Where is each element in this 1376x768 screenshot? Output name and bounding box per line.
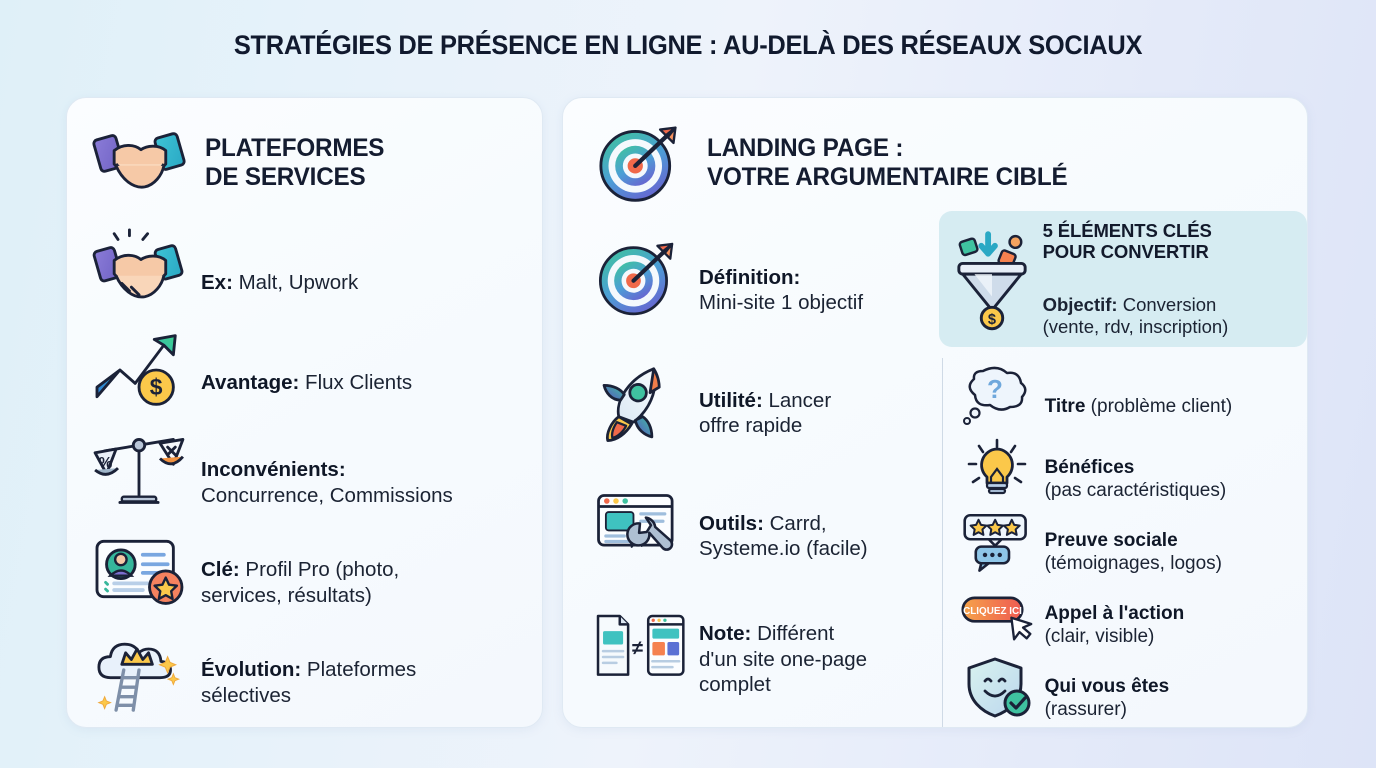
key-elements-column: $ 5 ÉLÉMENTS CLÉS POUR CONVERTIR Objecti… bbox=[937, 206, 1307, 727]
list-item-label: Ex: bbox=[201, 271, 233, 294]
list-item-text: Définition: Mini-site 1 objectif bbox=[699, 239, 863, 316]
landing-page-detail-list: Définition: Mini-site 1 objectif bbox=[593, 206, 937, 724]
list-item: $ Avantage: Flux Clients bbox=[91, 320, 542, 420]
list-item-value: Lancer offre rapide bbox=[699, 388, 832, 438]
list-item-label: Titre bbox=[1044, 395, 1086, 417]
list-item-label: Preuve sociale bbox=[1044, 530, 1178, 551]
list-item-value: Profil Pro (photo, services, résultats) bbox=[201, 558, 400, 607]
stars-review-icon bbox=[961, 511, 1033, 573]
list-item-label: Définition: bbox=[699, 265, 801, 289]
list-item-value: Flux Clients bbox=[299, 371, 413, 394]
target-arrow-icon bbox=[593, 234, 685, 322]
list-item-text: Titre (problème client) bbox=[1045, 373, 1233, 419]
svg-text:$: $ bbox=[150, 374, 163, 400]
handshake-icon bbox=[91, 120, 187, 206]
list-item-text: Appel à l'action (clair, visible) bbox=[1045, 580, 1185, 649]
funnel-coin-icon: $ bbox=[953, 229, 1031, 331]
lightbulb-icon bbox=[961, 438, 1033, 500]
list-item-label: Utilité: bbox=[699, 388, 763, 412]
browser-wrench-icon bbox=[593, 480, 685, 568]
list-item-value: Plateformes sélectives bbox=[201, 658, 417, 707]
list-item: CLIQUEZ ICI Appel à l'action (clair, vis… bbox=[961, 578, 1307, 651]
list-item-value: Concurrence, Commissions bbox=[201, 483, 453, 507]
list-item: ? Titre (problème client) bbox=[961, 359, 1307, 432]
list-item: % Inconvénients: Concurrence, Commission… bbox=[91, 420, 542, 520]
highlight-title: 5 ÉLÉMENTS CLÉS POUR CONVERTIR bbox=[1042, 219, 1212, 263]
list-item-text: Avantage: Flux Clients bbox=[201, 344, 412, 396]
list-item-value: Malt, Upwork bbox=[232, 271, 359, 294]
list-item-text: Clé: Profil Pro (photo, services, résult… bbox=[201, 531, 399, 608]
balance-scale-icon: % bbox=[91, 428, 187, 512]
cta-button-label: CLIQUEZ ICI bbox=[963, 606, 1022, 617]
list-item-value: Carrd, Systeme.io (facile) bbox=[699, 511, 868, 561]
list-item-value: (témoignages, logos) bbox=[1044, 552, 1222, 574]
highlight-sub-label: Objectif: bbox=[1042, 293, 1118, 315]
list-item-text: Utilité: Lancer offre rapide bbox=[699, 362, 831, 439]
panel-right-heading: LANDING PAGE : VOTRE ARGUMENTAIRE CIBLÉ bbox=[707, 133, 1068, 191]
panel-right-body: Définition: Mini-site 1 objectif bbox=[563, 206, 1307, 727]
list-item-value: (pas caractéristiques) bbox=[1044, 479, 1227, 501]
thought-question-icon: ? bbox=[961, 365, 1033, 427]
svg-text:%: % bbox=[99, 455, 113, 472]
shield-smile-check-icon bbox=[961, 657, 1033, 719]
list-item: Preuve sociale (témoignages, logos) bbox=[961, 505, 1307, 578]
panel-landing-page: LANDING PAGE : VOTRE ARGUMENTAIRE CIBLÉ bbox=[562, 97, 1308, 728]
svg-text:?: ? bbox=[987, 374, 1003, 404]
list-item-label: Clé: bbox=[201, 558, 240, 582]
panel-left-heading: PLATEFORMES DE SERVICES bbox=[205, 133, 385, 191]
list-item-value: (problème client) bbox=[1085, 395, 1233, 417]
list-item-value: Mini-site 1 objectif bbox=[699, 291, 864, 315]
list-item: Outils: Carrd, Systeme.io (facile) bbox=[593, 462, 937, 585]
list-item-label: Note: bbox=[699, 621, 752, 645]
list-item: Bénéfices (pas caractéristiques) bbox=[961, 432, 1307, 505]
list-item: Utilité: Lancer offre rapide bbox=[593, 339, 937, 462]
list-item-value: (clair, visible) bbox=[1044, 625, 1155, 647]
list-item-label: Outils: bbox=[699, 511, 764, 535]
rocket-icon bbox=[593, 357, 685, 445]
list-item-text: Preuve sociale (témoignages, logos) bbox=[1045, 507, 1222, 576]
list-item: Qui vous êtes (rassurer) bbox=[961, 651, 1307, 724]
list-item-label: Bénéfices bbox=[1044, 457, 1135, 478]
target-arrow-icon bbox=[593, 120, 689, 206]
list-item-label: Évolution: bbox=[201, 658, 302, 682]
key-elements-list: ? Titre (problème client) bbox=[937, 347, 1307, 724]
panel-plateformes-de-services: PLATEFORMES DE SERVICES Ex: Malt, Upwork bbox=[66, 97, 543, 728]
growth-chart-coin-icon: $ bbox=[91, 328, 187, 412]
highlight-sub-value: Conversion (vente, rdv, inscription) bbox=[1042, 293, 1229, 338]
list-item-text: Outils: Carrd, Systeme.io (facile) bbox=[699, 485, 868, 562]
list-item-value: Différent d'un site one-page complet bbox=[699, 621, 868, 697]
page-title: STRATÉGIES DE PRÉSENCE EN LIGNE : AU-DEL… bbox=[233, 30, 1143, 60]
list-item: Clé: Profil Pro (photo, services, résult… bbox=[91, 520, 542, 620]
list-item-text: Bénéfices (pas caractéristiques) bbox=[1045, 434, 1227, 503]
svg-text:$: $ bbox=[987, 312, 995, 328]
list-item-label: Qui vous êtes bbox=[1044, 676, 1170, 697]
list-item-value: (rassurer) bbox=[1044, 698, 1127, 720]
list-item: Définition: Mini-site 1 objectif bbox=[593, 216, 937, 339]
panel-right-header: LANDING PAGE : VOTRE ARGUMENTAIRE CIBLÉ bbox=[563, 98, 1307, 206]
list-item-label: Avantage: bbox=[201, 371, 300, 394]
cloud-crown-ladder-icon bbox=[91, 628, 187, 712]
handshake-sparkle-icon bbox=[91, 228, 187, 312]
list-item-text: Qui vous êtes (rassurer) bbox=[1045, 653, 1170, 722]
list-item: ≠ Note: Différent d'un site one-page com… bbox=[593, 585, 937, 708]
list-item: Ex: Malt, Upwork bbox=[91, 220, 542, 320]
svg-text:≠: ≠ bbox=[632, 637, 643, 659]
document-vs-page-icon: ≠ bbox=[593, 603, 685, 691]
list-item-label: Appel à l'action bbox=[1044, 603, 1185, 624]
profile-card-star-icon bbox=[91, 528, 187, 612]
list-item-text: Ex: Malt, Upwork bbox=[201, 244, 358, 296]
list-item-text: Évolution: Plateformes sélectives bbox=[201, 631, 416, 708]
list-item: Évolution: Plateformes sélectives bbox=[91, 620, 542, 720]
key-elements-highlight-box: $ 5 ÉLÉMENTS CLÉS POUR CONVERTIR Objecti… bbox=[938, 211, 1307, 347]
list-item-text: Inconvénients: Concurrence, Commissions bbox=[201, 431, 453, 508]
cta-button-cursor-icon[interactable]: CLIQUEZ ICI bbox=[961, 584, 1033, 646]
list-item-label: Inconvénients: bbox=[201, 458, 346, 482]
list-item-text: Note: Différent d'un site one-page compl… bbox=[699, 595, 867, 698]
panel-left-item-list: Ex: Malt, Upwork $ Avantage: Flux Client bbox=[67, 206, 542, 720]
column-divider bbox=[941, 358, 944, 727]
highlight-subtitle: Objectif: Conversion (vente, rdv, inscri… bbox=[1043, 272, 1229, 339]
panel-left-header: PLATEFORMES DE SERVICES bbox=[67, 98, 542, 206]
